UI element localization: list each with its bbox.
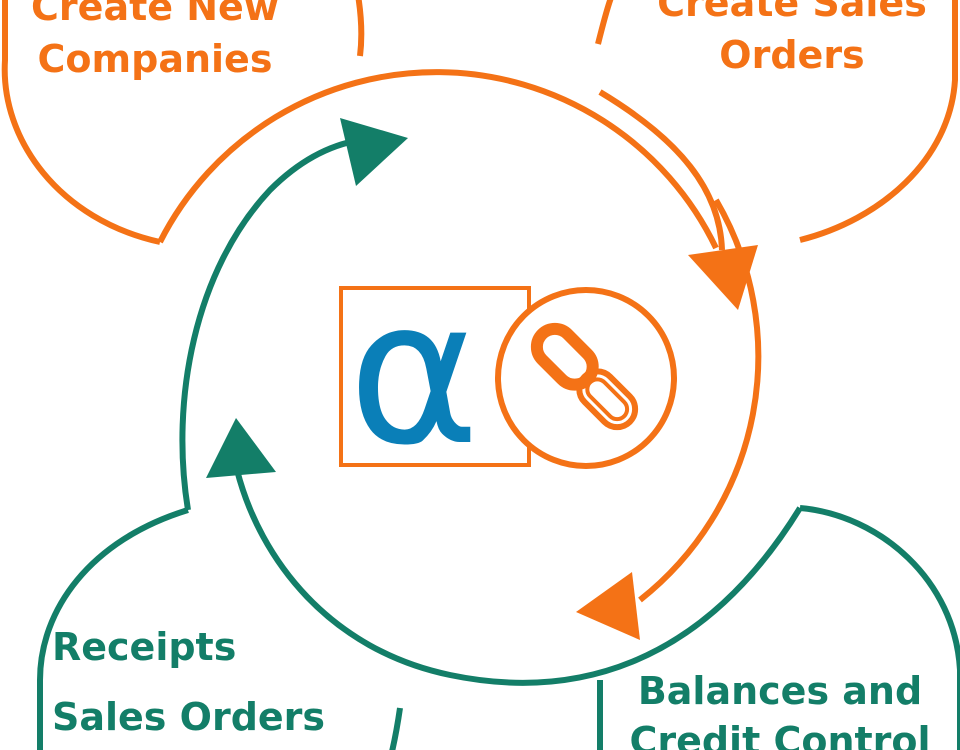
logo-alpha-glyph: α xyxy=(348,257,480,490)
label-credit-control: Credit Control xyxy=(629,719,930,750)
bubble-create-new-companies xyxy=(1,0,365,245)
green-arrowhead-left xyxy=(206,418,276,478)
orange-arrowhead-right xyxy=(688,245,758,310)
orange-flow-arc-top xyxy=(598,89,725,251)
label-create-sales-orders-line1: Create Sales xyxy=(657,0,927,25)
bubble-balances-credit-control xyxy=(597,505,960,750)
bubble-receipts-sales-orders xyxy=(37,507,403,750)
green-cycle-arc-bottom xyxy=(234,469,803,686)
label-create-sales-orders-line2: Orders xyxy=(719,33,864,77)
chain-link-icon xyxy=(530,322,639,431)
green-cycle-arc-left xyxy=(179,137,361,511)
label-sales-orders: Sales Orders xyxy=(52,695,325,739)
orange-cycle-outline-top xyxy=(157,69,719,250)
label-create-new-companies-line1: Create New xyxy=(31,0,279,29)
orange-arrowhead-bottom xyxy=(576,572,640,640)
label-receipts: Receipts xyxy=(52,625,236,669)
label-create-new-companies-line2: Companies xyxy=(38,37,273,81)
label-balances-and: Balances and xyxy=(638,669,922,713)
green-arrowhead-top xyxy=(340,118,408,186)
bubble-create-sales-orders xyxy=(595,0,958,243)
